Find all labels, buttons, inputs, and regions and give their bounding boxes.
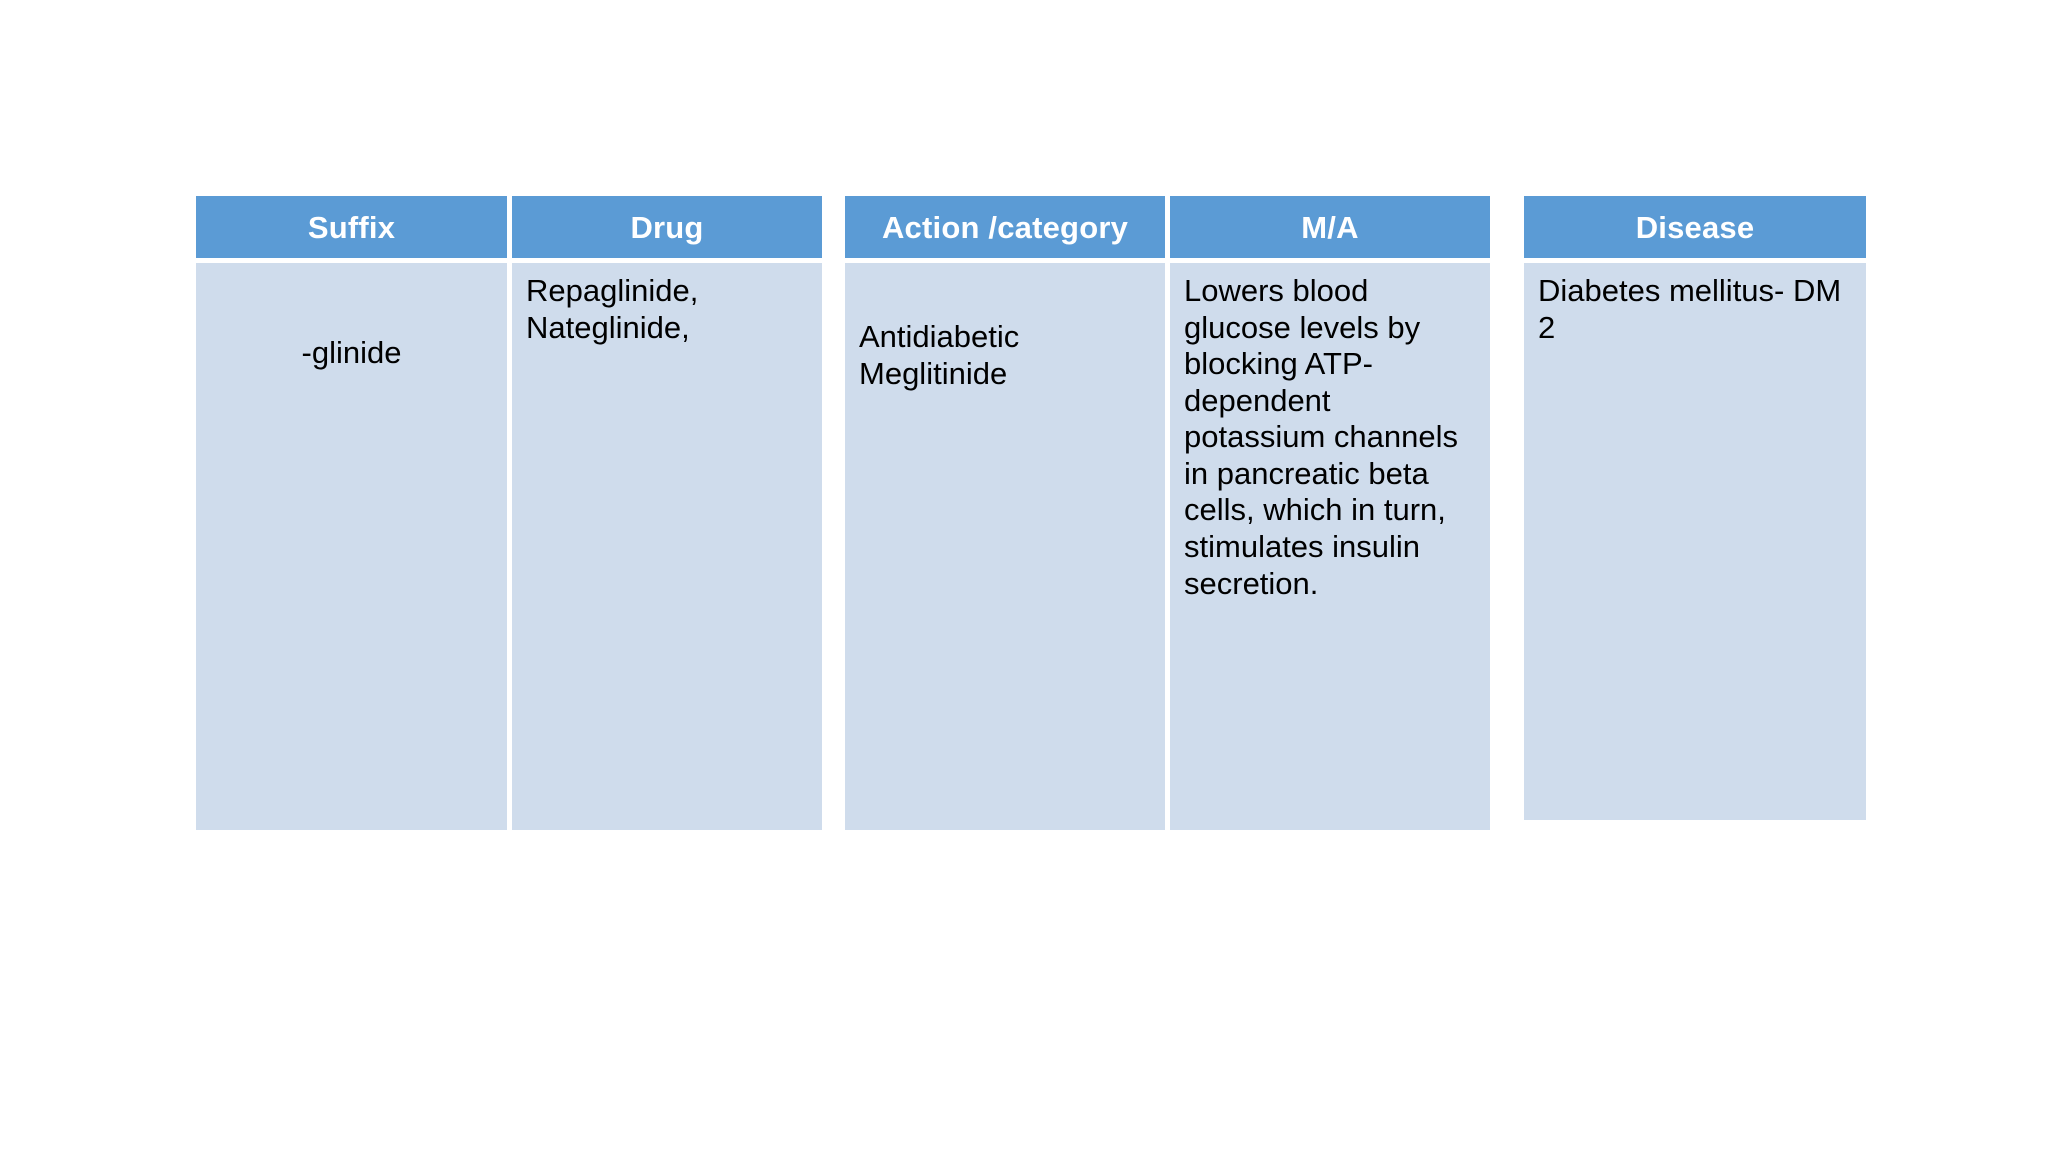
column-header-action-category: Action /category <box>845 196 1165 258</box>
column-header-disease: Disease <box>1524 196 1866 258</box>
table-header-row: Action /category M/A <box>845 196 1490 258</box>
cell-suffix-value: -glinide <box>196 263 507 830</box>
table-body-row: Antidiabetic Meglitinide Lowers blood gl… <box>845 263 1490 830</box>
table-header-row: Suffix Drug <box>196 196 822 258</box>
disease-table: Disease Diabetes mellitus- DM 2 <box>1524 196 1866 820</box>
cell-drug-value: Repaglinide, Nateglinide, <box>512 263 822 830</box>
column-header-mechanism-of-action: M/A <box>1170 196 1490 258</box>
column-header-drug: Drug <box>512 196 822 258</box>
table-body-row: Diabetes mellitus- DM 2 <box>1524 263 1866 820</box>
action-mechanism-table: Action /category M/A Antidiabetic Meglit… <box>845 196 1490 830</box>
cell-disease-value: Diabetes mellitus- DM 2 <box>1524 263 1866 820</box>
column-header-suffix: Suffix <box>196 196 507 258</box>
table-body-row: -glinide Repaglinide, Nateglinide, <box>196 263 822 830</box>
suffix-drug-table: Suffix Drug -glinide Repaglinide, Nategl… <box>196 196 822 830</box>
cell-mechanism-of-action-value: Lowers blood glucose levels by blocking … <box>1170 263 1490 830</box>
cell-action-category-value: Antidiabetic Meglitinide <box>845 263 1165 830</box>
table-header-row: Disease <box>1524 196 1866 258</box>
